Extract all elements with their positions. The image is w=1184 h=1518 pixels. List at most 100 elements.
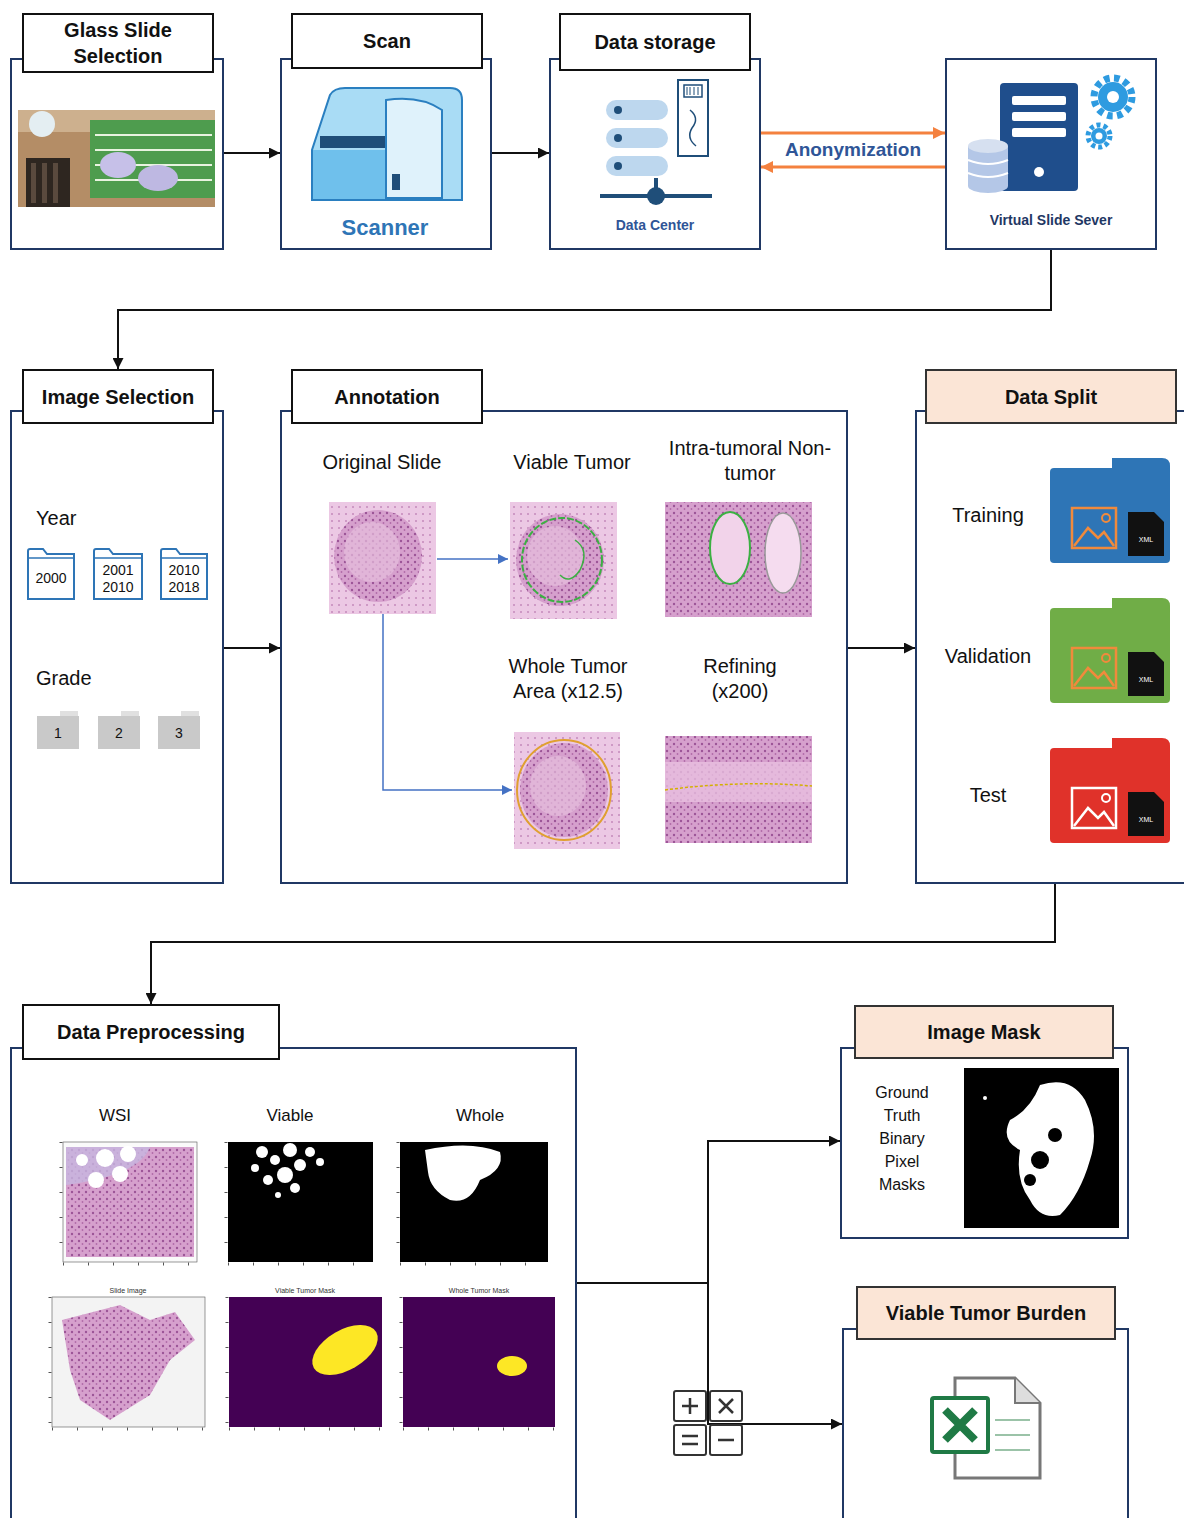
spreadsheet-icon <box>1015 1378 1040 1403</box>
data-center-icon <box>690 110 696 146</box>
server-icon <box>968 78 1132 193</box>
plot-panel <box>229 1428 382 1431</box>
folder-outline <box>94 557 142 559</box>
box-text: Virtual Slide Sever <box>955 212 1147 230</box>
heading-tab: Scan <box>291 13 483 69</box>
histology-image <box>516 514 604 606</box>
server-icon <box>1096 133 1103 140</box>
heading-tab: Data storage <box>559 13 751 71</box>
folder-node: 3 <box>157 710 201 750</box>
plot-panel <box>50 1142 555 1429</box>
folder-label: 2010 2018 <box>160 557 208 600</box>
histology-image <box>437 558 508 560</box>
data-center-icon <box>614 106 622 114</box>
histology-image <box>530 756 586 816</box>
plot-panel <box>403 1297 555 1427</box>
plot-title: Viable Tumor Mask <box>245 1287 365 1296</box>
scanner-icon <box>386 99 442 198</box>
folder-icon <box>1102 514 1110 522</box>
spreadsheet-icon <box>995 1420 1030 1450</box>
mask-image <box>1024 1174 1036 1186</box>
histology-image <box>334 510 422 602</box>
plot-panel <box>228 1142 373 1262</box>
data-center-icon <box>600 80 712 205</box>
heading-tab: Glass Slide Selection <box>22 13 214 73</box>
folder-node: 1 <box>36 710 80 750</box>
folder-outline <box>98 716 140 749</box>
histology-image <box>344 522 400 582</box>
folder-label: 1 <box>36 716 80 750</box>
process-box: Data storageData Center <box>549 58 761 250</box>
slide-photo <box>53 163 58 203</box>
server-icon <box>1098 82 1128 112</box>
box-text: Test <box>930 783 1046 808</box>
plot-panel <box>66 1147 194 1257</box>
data-center-icon <box>684 85 702 97</box>
slide-photo <box>95 149 212 151</box>
server-icon <box>968 139 1008 153</box>
process-box: Image SelectionYearGrade20002001 2010201… <box>10 410 224 884</box>
heading-text: Image Mask <box>927 1019 1040 1045</box>
folder-outline <box>161 549 207 599</box>
box-text: Validation <box>930 644 1046 669</box>
histology-image <box>517 740 611 840</box>
folder-icon <box>1050 468 1170 563</box>
spreadsheet-icon <box>995 1449 1030 1451</box>
folder-icon <box>1074 528 1114 546</box>
folder-icon <box>1128 792 1164 836</box>
server-icon <box>968 179 1008 193</box>
histology-image <box>329 502 812 849</box>
folder-icon <box>1050 598 1170 703</box>
folder-outline <box>94 549 142 599</box>
spreadsheet-icon <box>932 1378 1040 1478</box>
calculator-icon <box>674 1391 742 1455</box>
calculator-icon <box>682 1398 734 1444</box>
spreadsheet-icon <box>932 1398 988 1452</box>
plot-panel <box>76 1146 136 1188</box>
connector-arrow <box>118 250 1051 369</box>
server-icon <box>1034 167 1044 177</box>
folder-icon <box>1072 788 1116 828</box>
plot-panel <box>63 1142 197 1262</box>
plot-panel <box>270 1155 280 1165</box>
plot-panel <box>283 1143 297 1157</box>
histology-image <box>510 502 617 619</box>
connector-arrow <box>761 132 945 135</box>
data-center-icon <box>614 134 622 142</box>
plot-panel <box>425 1145 501 1200</box>
plot-panel <box>60 1142 63 1262</box>
calculator-icon <box>674 1425 706 1455</box>
plot-panel <box>251 1164 259 1172</box>
data-center-icon <box>687 87 698 95</box>
process-box: AnnotationOriginal SlideViable TumorIntr… <box>280 410 848 884</box>
box-text: WSI <box>75 1105 155 1126</box>
mask-image <box>1048 1128 1062 1142</box>
folder-icon <box>1050 738 1170 843</box>
slide-photo <box>42 163 47 203</box>
connector-arrow <box>577 1141 840 1283</box>
plot-panel <box>275 1192 281 1198</box>
box-text: Year <box>36 506 126 531</box>
histology-image <box>560 540 584 579</box>
slide-photo <box>18 110 215 207</box>
folder-outline <box>158 716 200 749</box>
connector-arrow <box>224 647 280 649</box>
process-box: Viable Tumor Burden <box>842 1328 1129 1518</box>
plot-panel <box>228 1263 373 1266</box>
plot-title: Slide Image <box>68 1287 188 1296</box>
box-text: Whole <box>440 1105 520 1126</box>
plot-panel <box>316 1158 324 1166</box>
folder-icon <box>1102 794 1110 802</box>
heading-text: Glass Slide Selection <box>32 17 204 69</box>
server-icon <box>1012 96 1066 105</box>
plot-panel <box>263 1175 273 1185</box>
mask-image <box>1007 1082 1094 1216</box>
folder-label: 2001 2010 <box>93 557 143 600</box>
folder-icon <box>1050 458 1170 563</box>
process-box: Glass Slide Selection <box>10 58 224 250</box>
plot-panel <box>403 1428 555 1431</box>
scanner-icon <box>312 88 462 200</box>
heading-tab: Annotation <box>291 369 483 424</box>
folder-label: 3 <box>157 716 201 750</box>
folder-icon <box>1074 808 1114 826</box>
